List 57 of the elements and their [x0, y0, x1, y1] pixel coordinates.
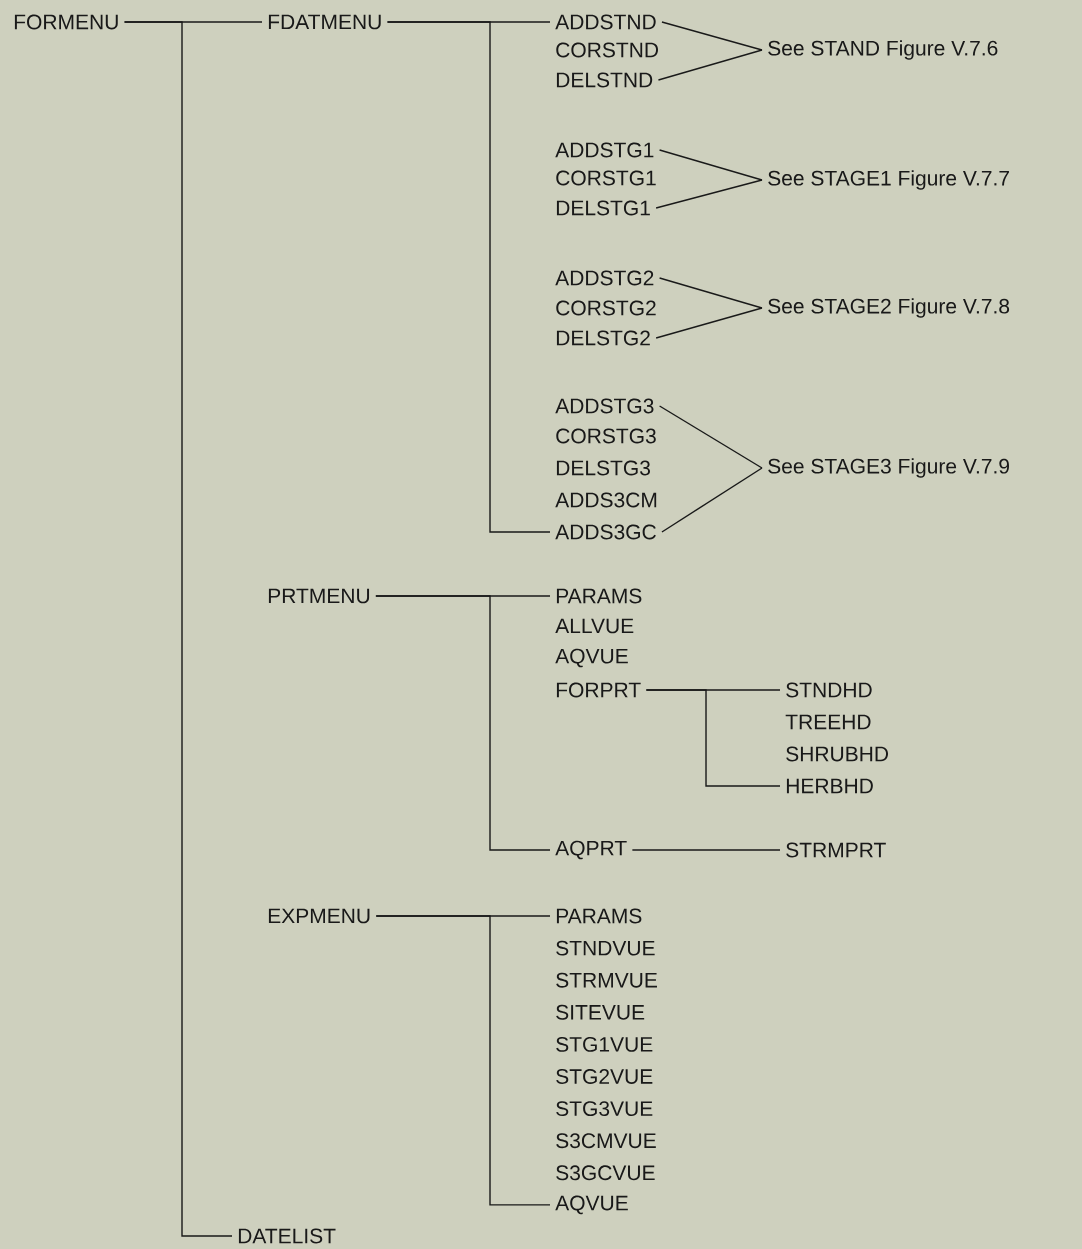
menu-label: FORPRT — [556, 682, 641, 698]
menu-label: STRMVUE — [556, 972, 657, 988]
menu-label: S3GCVUE — [556, 1165, 655, 1181]
menu-label: ADDS3GC — [555, 524, 656, 540]
menu-label: DELSTG1 — [556, 200, 650, 216]
reference-note: See STAND Figure V.7.6 — [768, 40, 998, 60]
menu-label: STG2VUE — [556, 1069, 653, 1084]
menu-label: ADDSTG2 — [555, 270, 654, 286]
menu-label: FORMENU — [14, 14, 118, 30]
menu-label: CORSTG1 — [556, 170, 656, 186]
menu-label: STNDVUE — [556, 940, 655, 956]
menu-label: SHRUBHD — [786, 746, 889, 762]
menu-label: CORSTG2 — [556, 300, 656, 316]
menu-label: HERBHD — [786, 778, 873, 794]
connector-line — [655, 307, 763, 339]
menu-label: ADDSTG1 — [555, 142, 654, 158]
menu-label: TREEHD — [785, 714, 871, 730]
reference-note: See STAGE3 Figure V.7.9 — [768, 458, 1009, 478]
menu-label: CORSTND — [556, 42, 659, 58]
menu-label: PRTMENU — [268, 588, 370, 604]
menu-label: ADDS3CM — [555, 492, 657, 508]
menu-label: STG3VUE — [556, 1101, 653, 1117]
menu-label: ADDSTG3 — [555, 398, 654, 414]
connector-line — [657, 49, 763, 81]
menu-label: DELSTG3 — [556, 460, 650, 476]
connector-line — [123, 21, 233, 1237]
reference-note: See STAGE2 Figure V.7.8 — [768, 298, 1010, 318]
menu-label: STG1VUE — [556, 1036, 653, 1052]
menu-label: EXPMENU — [268, 908, 370, 924]
reference-note: See STAGE1 Figure V.7.7 — [768, 170, 1009, 190]
menu-label: AQPRT — [555, 840, 627, 860]
connector-line — [631, 849, 781, 851]
menu-label: PARAMS — [556, 588, 642, 604]
menu-label: DATELIST — [238, 1228, 336, 1244]
menu-label: FDATMENU — [268, 14, 381, 30]
menu-label: SITEVUE — [556, 1004, 645, 1020]
connector-line — [375, 915, 551, 1206]
connector-line — [658, 405, 763, 469]
connector-line — [658, 149, 763, 181]
menu-label: DELSTG2 — [556, 330, 650, 346]
menu-label: ALLVUE — [555, 618, 634, 634]
connector-line — [386, 21, 551, 533]
menu-label: STNDHD — [786, 682, 872, 698]
menu-label: S3CMVUE — [556, 1133, 656, 1149]
menu-label: CORSTG3 — [556, 428, 656, 444]
menu-label: AQVUE — [555, 648, 628, 668]
menu-label: PARAMS — [556, 908, 642, 924]
menu-label: AQVUE — [555, 1195, 628, 1215]
connector-line — [645, 689, 781, 787]
menu-label: ADDSTND — [555, 14, 656, 30]
connector-line — [658, 277, 763, 309]
menu-label: DELSTND — [556, 72, 653, 88]
connector-line — [655, 179, 763, 209]
connector-line — [661, 467, 763, 533]
menu-label: STRMPRT — [786, 842, 886, 858]
connector-line — [661, 21, 763, 51]
connector-line — [375, 595, 551, 851]
